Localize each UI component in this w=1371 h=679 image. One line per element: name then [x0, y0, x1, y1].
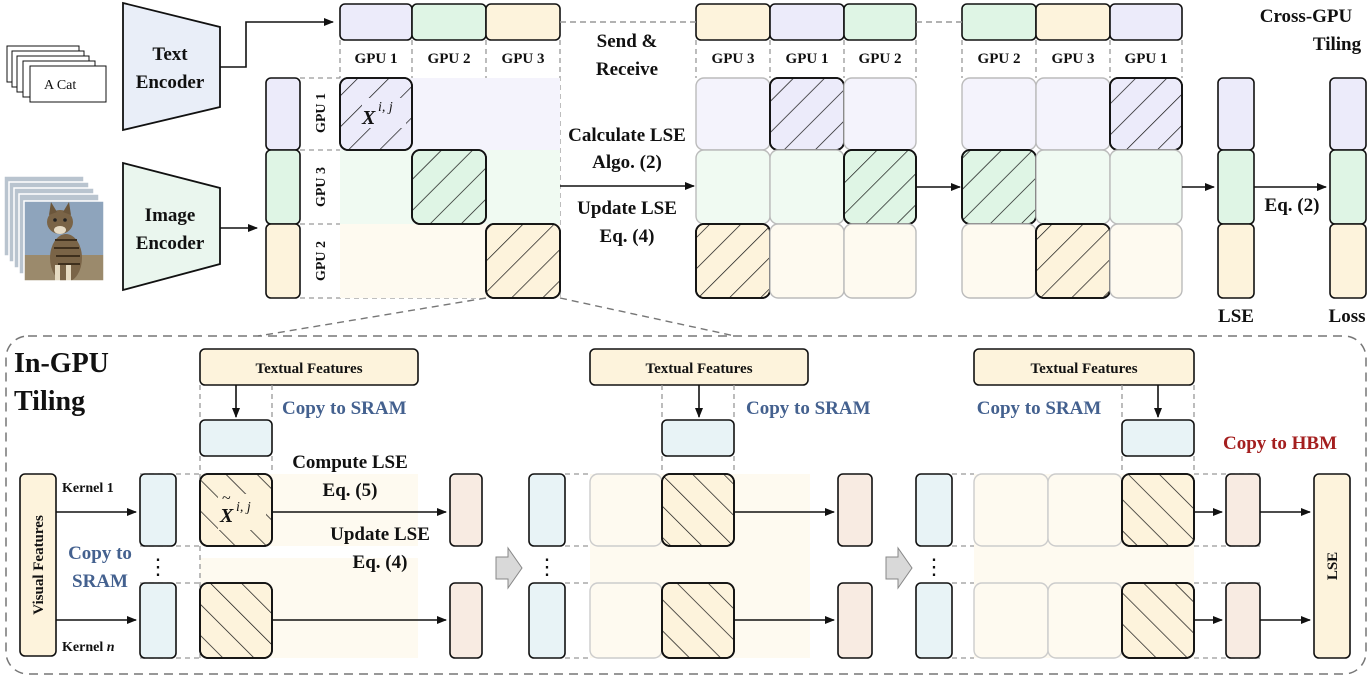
image-stack-icon — [3, 175, 105, 282]
svg-text:Textual Features: Textual Features — [1030, 361, 1137, 377]
svg-text:GPU 2: GPU 2 — [428, 51, 471, 67]
text-encoder: Text Encoder — [122, 1, 221, 132]
update-lse-bottom-label: Update LSE — [330, 524, 430, 545]
svg-text:X: X — [219, 505, 234, 527]
svg-text:SRAM: SRAM — [72, 571, 128, 592]
loss-label: Loss — [1329, 306, 1366, 327]
svg-text:i, j: i, j — [378, 100, 393, 115]
send-receive-label: Send & — [597, 31, 658, 52]
gpu-row-labels: GPU 1 GPU 3 GPU 2 — [314, 93, 329, 281]
svg-text:GPU 1: GPU 1 — [355, 51, 398, 67]
svg-text:Encoder: Encoder — [136, 233, 205, 254]
svg-text:Visual Features: Visual Features — [31, 515, 47, 615]
lse-label: LSE — [1218, 306, 1254, 327]
textual-features-3 — [973, 348, 1195, 386]
svg-text:Textual Features: Textual Features — [645, 361, 752, 377]
svg-text:Eq. (5): Eq. (5) — [323, 480, 378, 501]
svg-text:GPU 2: GPU 2 — [314, 241, 329, 281]
stage-2: Textual Features Copy to SRAM ⋮ — [528, 348, 873, 659]
update-lse-label: Update LSE — [577, 198, 677, 219]
stage-3: Textual Features Copy to SRAM ⋮ Copy to … — [915, 348, 1351, 659]
text-caption: A Cat — [44, 78, 76, 93]
svg-text:⋮: ⋮ — [536, 554, 558, 579]
svg-text:Eq. (4): Eq. (4) — [353, 552, 408, 573]
sram-block-3 — [1121, 419, 1195, 457]
svg-text:Algo. (2): Algo. (2) — [592, 152, 662, 173]
svg-text:Text: Text — [152, 44, 188, 65]
textual-features-1 — [199, 348, 419, 386]
svg-text:GPU 1: GPU 1 — [786, 51, 829, 67]
similarity-matrix-3 — [961, 77, 1183, 299]
svg-text:~: ~ — [222, 490, 231, 507]
lse-output-box — [1313, 473, 1351, 659]
text-feature-row-3 — [961, 3, 1183, 41]
compute-lse-label: Compute LSE — [292, 452, 408, 473]
eq2-label: Eq. (2) — [1265, 195, 1320, 216]
svg-text:Tiling: Tiling — [1313, 34, 1362, 55]
text-docs-icon: A Cat — [6, 45, 107, 103]
svg-text:GPU 1: GPU 1 — [1125, 51, 1168, 67]
svg-text:GPU 2: GPU 2 — [859, 51, 902, 67]
gpu-col-labels: GPU 1 GPU 2 GPU 3 GPU 3 GPU 1 GPU 2 GPU … — [355, 51, 1168, 67]
copy-to-sram-1: Copy to SRAM — [282, 398, 407, 419]
calc-lse-label: Calculate LSE — [568, 125, 686, 146]
svg-text:⋮: ⋮ — [923, 554, 945, 579]
stage-1: Textual Features Copy to SRAM ⋮ X ~ i, j… — [139, 348, 483, 659]
svg-text:GPU 3: GPU 3 — [712, 51, 755, 67]
cross-gpu-title: Cross-GPU — [1260, 6, 1353, 27]
svg-text:Encoder: Encoder — [136, 72, 205, 93]
svg-text:Image: Image — [145, 205, 196, 226]
svg-text:LSE: LSE — [1325, 552, 1341, 580]
svg-text:GPU 3: GPU 3 — [314, 167, 329, 207]
cat-photo-icon — [24, 201, 104, 281]
zoom-line-left — [257, 297, 487, 337]
text-feature-row-2 — [695, 3, 917, 41]
svg-text:Receive: Receive — [596, 59, 658, 80]
kernel-1-label: Kernel 1 — [62, 481, 114, 496]
stage-arrow-1 — [495, 546, 523, 590]
text-feature-row-1 — [339, 3, 561, 41]
zoom-line-right — [559, 297, 736, 337]
sram-block-1 — [199, 419, 273, 457]
svg-text:GPU 3: GPU 3 — [502, 51, 545, 67]
kernel-n-label: Kernel n — [62, 640, 115, 655]
text-encoder-arrow — [220, 18, 334, 68]
svg-text:⋮: ⋮ — [147, 554, 169, 579]
svg-text:GPU 1: GPU 1 — [314, 93, 329, 133]
svg-text:i, j: i, j — [236, 500, 251, 515]
visual-features-box — [19, 473, 57, 657]
sram-block-2 — [661, 419, 735, 457]
in-gpu-title: In-GPU — [14, 348, 109, 379]
copy-to-hbm-label: Copy to HBM — [1223, 433, 1337, 454]
svg-text:Eq. (4): Eq. (4) — [600, 226, 655, 247]
svg-text:Textual Features: Textual Features — [255, 361, 362, 377]
loss-column — [1329, 77, 1367, 299]
copy-to-sram-left: Copy to — [68, 543, 132, 564]
stage-arrow-2 — [885, 546, 913, 590]
similarity-matrix-2 — [695, 77, 917, 299]
svg-text:Tiling: Tiling — [14, 386, 85, 417]
image-encoder: Image Encoder — [122, 161, 221, 292]
lse-column — [1217, 77, 1255, 299]
svg-text:GPU 2: GPU 2 — [978, 51, 1021, 67]
visual-feature-column — [265, 77, 301, 299]
copy-to-sram-3: Copy to SRAM — [977, 398, 1102, 419]
similarity-matrix-1: X i, j — [339, 77, 561, 299]
svg-text:GPU 3: GPU 3 — [1052, 51, 1095, 67]
svg-text:X: X — [361, 107, 376, 129]
copy-to-sram-2: Copy to SRAM — [746, 398, 871, 419]
